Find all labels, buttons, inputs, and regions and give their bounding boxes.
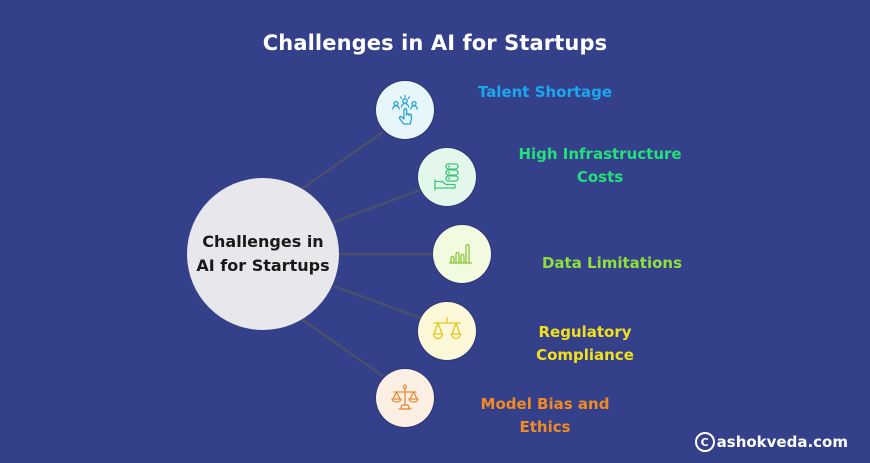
label-talent-shortage: Talent Shortage [477,83,613,101]
connector-bias [299,316,384,378]
connector-talent [299,130,384,192]
page-title: Challenges in AI for Startups [262,31,608,55]
node-data-limitations [433,225,491,283]
hub-title-line1: Challenges in [202,232,324,251]
watermark-text: ashokveda.com [716,433,848,451]
watermark: C ashokveda.com [694,432,848,452]
node-talent-shortage [376,81,434,139]
label-model-bias-ethics: Model Bias and Ethics [480,395,610,436]
hub-title-line2: AI for Startups [196,256,330,275]
label-high-infrastructure-costs: High Infrastructure Costs [518,145,682,186]
copyright-icon: C [694,432,715,452]
connector-infra [333,188,421,224]
balance-scale-icon [432,317,462,340]
label-data-limitations: Data Limitations [541,254,683,272]
label-regulatory-compliance: Regulatory Compliance [536,323,634,364]
node-regulatory-compliance [418,302,476,360]
bar-chart-icon [449,243,472,264]
people-pointer-icon [392,94,418,125]
node-high-infrastructure-costs [418,148,476,206]
ethics-scale-icon [391,384,419,410]
connector-regulatory [333,284,421,320]
hub-circle: Challenges in AI for Startups [187,178,339,330]
node-model-bias-ethics [376,369,434,427]
server-hand-icon [434,163,459,191]
